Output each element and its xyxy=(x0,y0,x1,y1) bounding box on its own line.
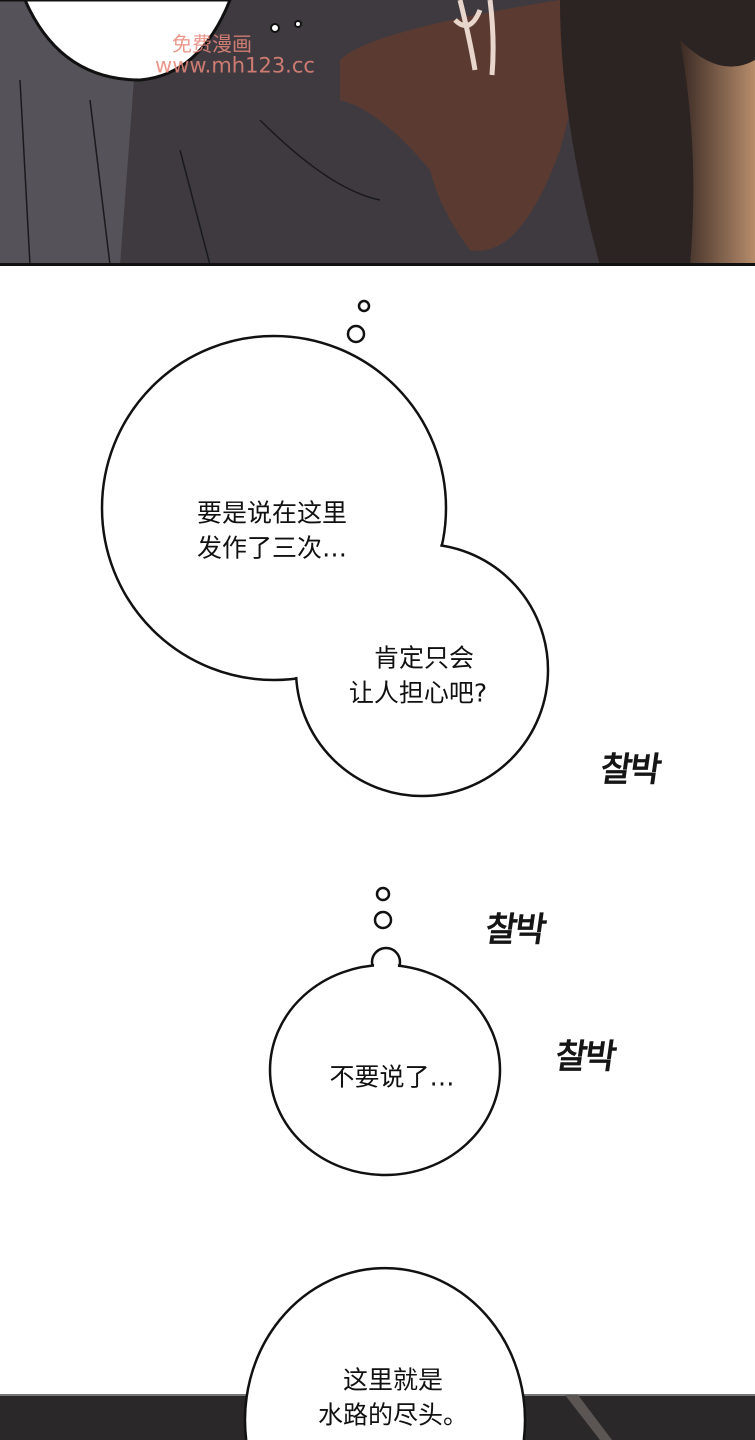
speech-bubble-shape xyxy=(243,1266,527,1440)
bubble-1-line-1: 要是说在这里 xyxy=(196,498,348,528)
top-panel-illustration xyxy=(0,0,755,266)
bubble-1-line-2: 发作了三次… xyxy=(196,533,348,563)
bubble-4-line-1: 这里就是 xyxy=(342,1365,444,1395)
bubble-3-line-1: 不要说了… xyxy=(329,1062,455,1092)
watermark-line-2: www.mh123.cc xyxy=(155,53,315,78)
bubble-4-line-2: 水路的尽头。 xyxy=(317,1400,469,1430)
sound-effect-2: 찰박 xyxy=(482,910,548,950)
bubble-2-line-2: 让人担心吧? xyxy=(348,678,488,708)
sound-effect-1: 찰박 xyxy=(597,750,663,790)
watermark-line-1: 免费漫画 xyxy=(172,32,252,56)
bubble-2-line-1: 肯定只会 xyxy=(373,643,475,673)
sound-effect-3: 찰박 xyxy=(552,1037,618,1077)
